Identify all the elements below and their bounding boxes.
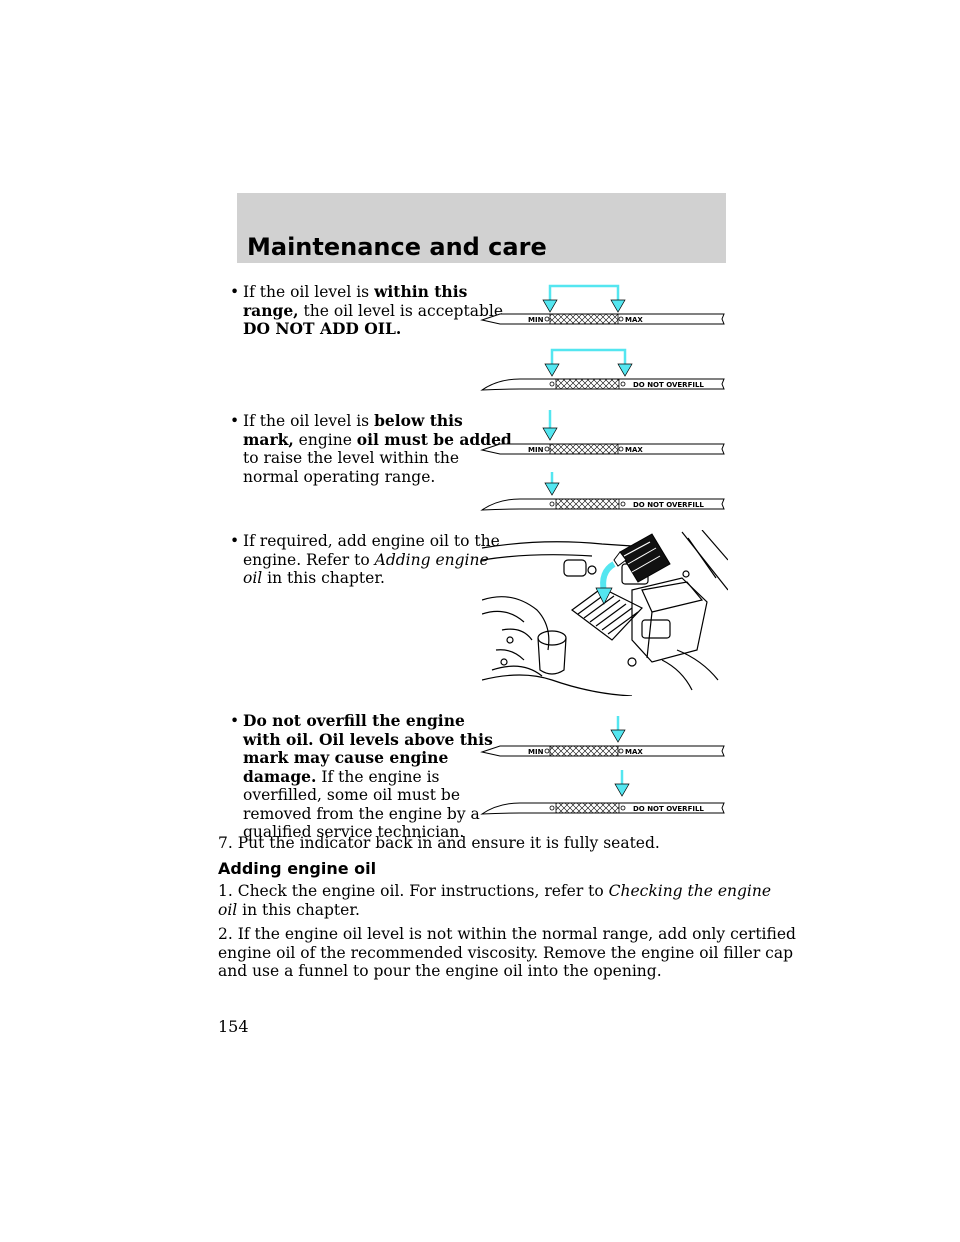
dipstick-label-min: MIN (528, 446, 544, 454)
text-run: engine oil of the recommended viscosity.… (218, 943, 793, 962)
text-run: DO NOT ADD OIL. (243, 319, 402, 338)
bullet-dot: • (230, 283, 240, 301)
dipstick-label-min: MIN (528, 748, 544, 756)
text-run: engine (293, 430, 357, 449)
text-line: oil in this chapter. (218, 901, 771, 920)
arrow-min-mark (544, 472, 560, 496)
text-run: 2. If the engine oil level is not within… (218, 925, 796, 943)
dipstick-label-overfill: DO NOT OVERFILL (633, 805, 704, 813)
text-line: mark, engine oil must be added (243, 429, 512, 450)
arrow-bracket (542, 284, 626, 313)
text-line: removed from the engine by a (243, 805, 493, 824)
text-run: mark may cause engine (243, 748, 449, 767)
text-run: below this (374, 411, 463, 430)
text-run: overfilled, some oil must be (243, 786, 461, 804)
text-run: engine. Refer to (243, 550, 375, 569)
text-run: oil (218, 900, 238, 919)
text-line: normal operating range. (243, 468, 512, 487)
dipstick-min-max: MIN MAX (480, 745, 725, 757)
text-run: qualified service technician. (243, 823, 465, 841)
arrow-max-mark (610, 716, 626, 743)
step-7-text: 7. Put the indicator back in and ensure … (218, 834, 660, 852)
text-line: overfilled, some oil must be (243, 786, 493, 805)
dipstick-do-not-overfill: DO NOT OVERFILL (480, 802, 725, 815)
text-line: engine. Refer to Adding engine (243, 551, 500, 570)
bullet-dot: • (230, 712, 240, 730)
text-run: removed from the engine by a (243, 804, 480, 823)
dipstick-label-max: MAX (625, 316, 643, 324)
section-heading-adding-oil: Adding engine oil (218, 859, 377, 878)
text-run: Checking the engine (608, 882, 772, 900)
text-run: range, (243, 300, 299, 320)
text-run: in this chapter. (237, 900, 360, 919)
text-line: Do not overfill the engine (243, 711, 493, 731)
text-run: in this chapter. (262, 569, 385, 587)
arrow-bracket (544, 348, 633, 377)
dipstick-label-max: MAX (625, 748, 643, 756)
figure-engine-bay (482, 530, 728, 696)
text-line: DO NOT ADD OIL. (243, 319, 508, 339)
text-line: qualified service technician. (243, 823, 493, 842)
text-run: If the oil level is (243, 283, 375, 301)
text-line: 1. Check the engine oil. For instruction… (218, 882, 771, 901)
text-run: If the engine is (316, 767, 440, 786)
text-run: mark, (243, 429, 294, 449)
text-run: oil must be added (356, 429, 512, 449)
arrow-max-mark (614, 770, 630, 797)
text-run: to raise the level within the (243, 449, 460, 467)
engine-bay-illustration (482, 530, 728, 696)
dipstick-label-min: MIN (528, 316, 544, 324)
dipstick-do-not-overfill: DO NOT OVERFILL (480, 498, 725, 511)
text-run: Do not overfill the engine (243, 711, 465, 730)
dipstick-min-max: MIN MAX (480, 313, 725, 325)
text-line: If required, add engine oil to the (243, 532, 500, 551)
pour-arrow (595, 561, 616, 605)
figure-below-mark: MIN MAX DO NOT OVERFILL (480, 408, 730, 518)
figure-within-range: MIN MAX DO NOT OVERFILL (480, 278, 730, 400)
text-line: If the oil level is below this (243, 411, 512, 431)
text-line: oil in this chapter. (243, 569, 500, 588)
text-line: 2. If the engine oil level is not within… (218, 925, 796, 944)
step-1-text: 1. Check the engine oil. For instruction… (218, 882, 771, 919)
text-run: Adding engine (374, 550, 489, 569)
dipstick-label-max: MAX (625, 446, 643, 454)
figure-overfill: MIN MAX DO NOT OVERFILL (480, 712, 730, 822)
page-number: 154 (218, 1017, 249, 1036)
text-run: normal operating range. (243, 467, 436, 486)
text-line: If the oil level is within this (243, 282, 508, 302)
bullet-dot: • (230, 532, 240, 550)
step-2-text: 2. If the engine oil level is not within… (218, 925, 796, 981)
text-run: with oil. Oil levels above this (243, 729, 493, 749)
text-line: damage. If the engine is (243, 766, 493, 787)
chapter-title: Maintenance and care (247, 233, 547, 261)
dipstick-label-overfill: DO NOT OVERFILL (633, 381, 704, 389)
oil-bottle (613, 533, 671, 583)
dipstick-label-overfill: DO NOT OVERFILL (633, 501, 704, 509)
text-line: to raise the level within the (243, 449, 512, 468)
text-run: damage. (243, 766, 317, 786)
chapter-header-band: Maintenance and care (237, 193, 726, 263)
arrow-min-mark (542, 410, 558, 441)
text-line: and use a funnel to pour the engine oil … (218, 962, 796, 981)
dipstick-do-not-overfill: DO NOT OVERFILL (480, 378, 725, 391)
text-run: 1. Check the engine oil. For instruction… (218, 882, 609, 900)
text-line: mark may cause engine (243, 748, 493, 768)
text-line: with oil. Oil levels above this (243, 729, 493, 750)
text-line: range, the oil level is acceptable. (243, 300, 508, 321)
text-line: engine oil of the recommended viscosity.… (218, 944, 796, 963)
text-run: the oil level is acceptable. (298, 301, 508, 320)
text-run: If the oil level is (243, 412, 375, 430)
text-run: If required, add engine oil to the (243, 532, 500, 550)
bullet-dot: • (230, 412, 240, 430)
text-run: oil (243, 569, 263, 587)
text-run: and use a funnel to pour the engine oil … (218, 962, 662, 980)
dipstick-min-max: MIN MAX (480, 443, 725, 455)
text-run: within this (374, 282, 468, 301)
